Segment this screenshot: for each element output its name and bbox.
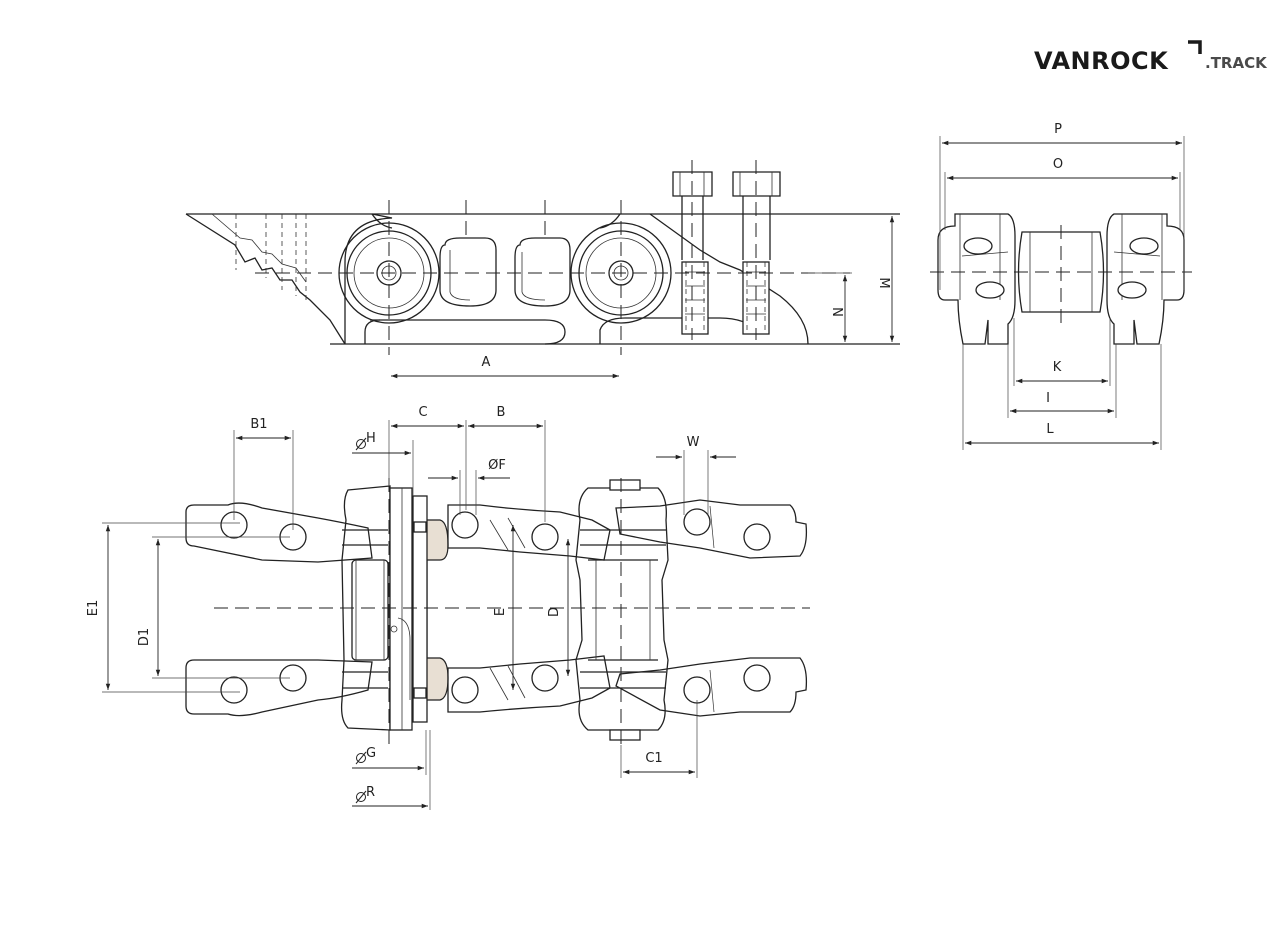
- dim-label-l: L: [1046, 422, 1054, 437]
- dim-label-d: D: [547, 607, 562, 617]
- plan-view: [102, 420, 810, 810]
- dim-label-b1: B1: [250, 417, 267, 432]
- dim-label-d1: D1: [137, 628, 152, 646]
- dim-label-k: K: [1053, 360, 1062, 375]
- side-view: [185, 160, 900, 379]
- dim-label-m: M: [876, 277, 891, 288]
- dim-label-g: G: [366, 746, 376, 761]
- logo-arrow-icon: [1188, 40, 1202, 54]
- dim-label-r: R: [366, 785, 375, 800]
- dim-label-n: N: [829, 307, 844, 317]
- dim-label-p: P: [1054, 122, 1062, 137]
- dim-label-i: I: [1046, 391, 1050, 406]
- dim-label-w: W: [687, 435, 700, 450]
- dim-label-o: O: [1053, 157, 1063, 172]
- dim-label-e1: E1: [86, 600, 101, 617]
- diameter-icon: [356, 792, 366, 802]
- dim-label-h-group: H: [355, 431, 376, 451]
- dim-label-c1: C1: [645, 751, 662, 766]
- bolt-1: [672, 171, 713, 335]
- end-view: [930, 136, 1192, 450]
- dim-label-a: A: [482, 355, 491, 370]
- diameter-icon: [356, 753, 366, 763]
- brand-logo: VANROCK .TRACK: [1034, 40, 1268, 75]
- dim-label-g-group: G: [355, 746, 376, 765]
- dim-label-f: ØF: [488, 458, 506, 473]
- logo-brand-text: VANROCK: [1034, 47, 1169, 75]
- diameter-icon: [356, 439, 366, 449]
- logo-suffix-text: .TRACK: [1205, 54, 1268, 72]
- dim-label-r-group: R: [355, 785, 375, 804]
- bolt-2: [732, 171, 781, 335]
- dim-label-e: E: [493, 608, 508, 616]
- dim-label-c: C: [418, 405, 427, 420]
- dim-label-b: B: [497, 405, 506, 420]
- dim-label-h: H: [366, 431, 376, 446]
- dimension-labels: A N M P O K I L B1 C B ØF W C1 E1 D1 E D…: [86, 122, 1063, 804]
